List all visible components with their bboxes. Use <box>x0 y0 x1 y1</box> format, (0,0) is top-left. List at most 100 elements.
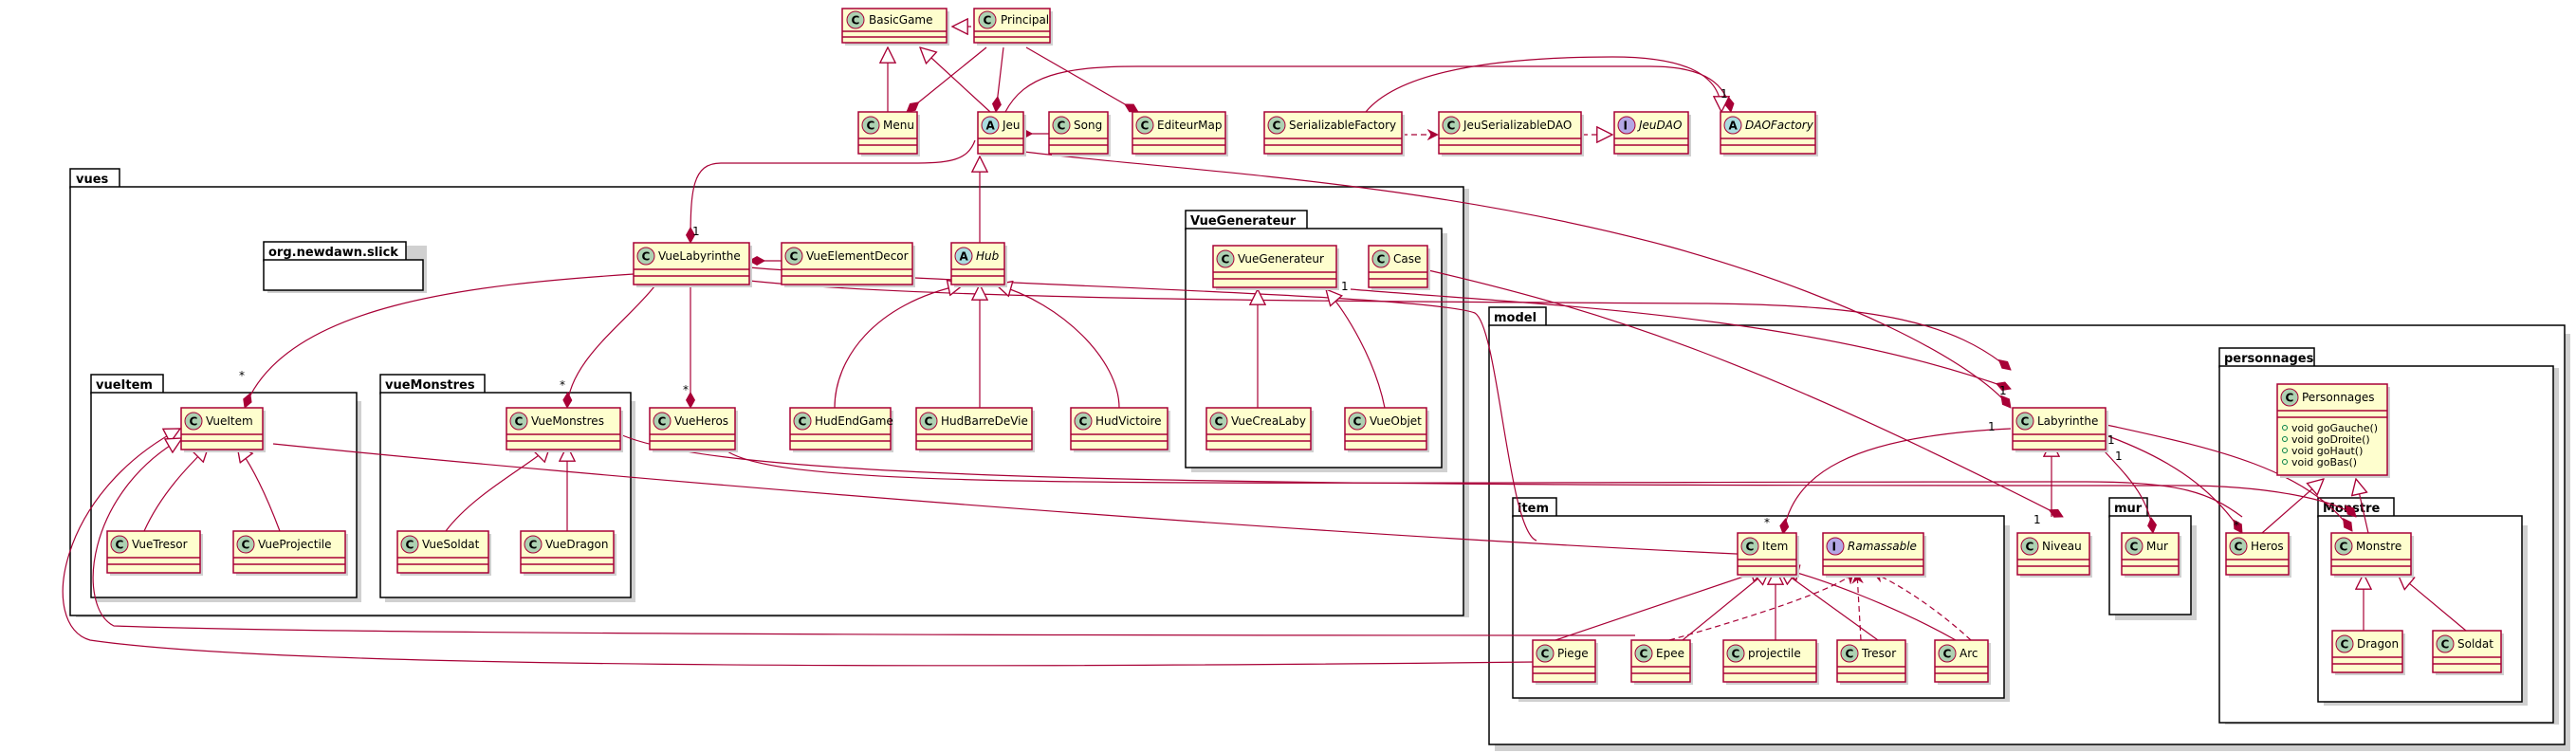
rel-vuesoldat-extends-vuemonstres <box>445 446 550 532</box>
member-gohaut: void goHaut() <box>2291 445 2363 457</box>
class-niveau[interactable]: C Niveau <box>2016 532 2092 578</box>
class-vuetresor[interactable]: C VueTresor <box>106 530 203 576</box>
rel-jeu-daofactory <box>1004 65 1731 112</box>
class-vuedragon[interactable]: C VueDragon <box>520 530 616 576</box>
class-name-vueelementdecor: VueElementDecor <box>806 249 909 263</box>
class-badge-a: A <box>960 250 969 264</box>
mult-labyrinthe-mur: 1 <box>2115 450 2123 463</box>
rel-labyrinthe-heros <box>2097 432 2242 533</box>
class-name-vuetresor: VueTresor <box>132 538 188 551</box>
class-serializablefactory[interactable]: C SerializableFactory <box>1263 111 1405 156</box>
class-badge-c: C <box>2021 415 2030 429</box>
class-daofactory[interactable]: A DAOFactory <box>1720 111 1818 156</box>
class-mur[interactable]: C Mur <box>2121 532 2181 578</box>
class-vuelabyrinthe[interactable]: C VueLabyrinthe <box>633 242 752 287</box>
class-projectile[interactable]: C projectile <box>1722 639 1819 685</box>
class-editeurmap[interactable]: C EditeurMap <box>1132 111 1228 156</box>
class-name-song: Song <box>1074 119 1102 132</box>
class-menu[interactable]: C Menu <box>857 111 920 156</box>
rel-vueobjet-extends-vuegenerateur <box>1326 289 1386 409</box>
rel-piege-vueitem <box>62 429 1536 667</box>
class-vueelementdecor[interactable]: C VueElementDecor <box>781 242 915 287</box>
class-hudvictoire[interactable]: C HudVictoire <box>1070 407 1170 452</box>
class-name-vuegenerateur: VueGenerateur <box>1238 252 1324 266</box>
rel-soldat-extends-monstre <box>2398 574 2467 632</box>
class-arc[interactable]: C Arc <box>1934 639 1991 685</box>
rel-epee-implements-ramassable <box>1668 573 1853 641</box>
rel-monstre-extends-personnages <box>2356 479 2369 534</box>
class-badge-c: C <box>406 539 414 552</box>
class-vuecrealaby[interactable]: C VueCreaLaby <box>1205 407 1314 452</box>
class-vuegenerateur[interactable]: C VueGenerateur <box>1212 245 1339 290</box>
class-name-personnages: Personnages <box>2302 391 2375 404</box>
class-badge-c: C <box>1222 253 1230 266</box>
class-hub[interactable]: A Hub <box>950 242 1007 287</box>
class-jeudao[interactable]: I JeuDAO <box>1613 111 1691 156</box>
class-hudendgame[interactable]: C HudEndGame <box>789 407 893 452</box>
rel-vuelabyrinthe-vueitem <box>245 273 635 408</box>
class-ramassable[interactable]: I Ramassable <box>1822 532 1926 578</box>
class-heros[interactable]: C Heros <box>2225 532 2291 578</box>
class-name-item: Item <box>1762 540 1788 553</box>
class-badge-c: C <box>1058 119 1066 133</box>
class-jeu[interactable]: A Jeu <box>977 111 1026 156</box>
class-personnages[interactable]: C Personnages void goGauche() void goDro… <box>2276 383 2390 478</box>
multiplicities: 1 1 * * * 1 1 1 * 1 1 1 * <box>239 87 2239 532</box>
public-member-icon <box>2282 436 2288 442</box>
class-badge-c: C <box>1746 541 1755 554</box>
class-piege[interactable]: C Piege <box>1532 639 1598 685</box>
class-badge-c: C <box>2235 541 2243 554</box>
class-name-tresor: Tresor <box>1861 647 1896 660</box>
mult-vuegenerateur: 1 <box>1341 280 1349 293</box>
rel-piege-extends-item <box>1555 569 1766 641</box>
class-badge-i: I <box>1832 541 1836 554</box>
class-badge-c: C <box>1141 119 1150 133</box>
class-name-ramassable: Ramassable <box>1848 540 1917 553</box>
class-principal[interactable]: C Principal <box>973 8 1053 46</box>
class-song[interactable]: C Song <box>1048 111 1111 156</box>
class-basicgame[interactable]: C BasicGame <box>841 8 949 46</box>
rel-vueheros-heros <box>720 445 2243 518</box>
class-soldat[interactable]: C Soldat <box>2432 630 2504 675</box>
class-badge-c: C <box>515 415 524 429</box>
rel-principal-jeu <box>996 46 1004 112</box>
class-badge-c: C <box>116 539 124 552</box>
class-name-arc: Arc <box>1960 647 1978 660</box>
class-vueobjet[interactable]: C VueObjet <box>1344 407 1429 452</box>
rel-vueitem-item <box>272 443 1757 555</box>
class-name-heros: Heros <box>2251 540 2284 553</box>
class-vuemonstres[interactable]: C VueMonstres <box>506 407 623 452</box>
class-badge-c: C <box>2130 541 2139 554</box>
class-badge-c: C <box>1541 648 1550 661</box>
class-vueprojectile[interactable]: C VueProjectile <box>232 530 348 576</box>
class-name-jeuserializabledao: JeuSerializableDAO <box>1463 119 1572 132</box>
rel-principal-menu <box>907 46 987 112</box>
class-name-editeurmap: EditeurMap <box>1157 119 1222 132</box>
class-name-principal: Principal <box>1001 13 1049 27</box>
mult-daofactory: 1 <box>1720 87 1728 101</box>
class-vueheros[interactable]: C VueHeros <box>649 407 738 452</box>
mult-labyrinthe-right: 1 <box>2107 433 2115 447</box>
class-name-epee: Epee <box>1656 647 1684 660</box>
mult-niveau: 1 <box>2033 513 2041 526</box>
class-name-jeu: Jeu <box>1002 119 1021 132</box>
class-dragon[interactable]: C Dragon <box>2331 630 2405 675</box>
package-label-vues: vues <box>76 173 109 187</box>
class-labyrinthe[interactable]: C Labyrinthe <box>2012 407 2108 452</box>
relations <box>62 27 2467 667</box>
class-case[interactable]: C Case <box>1368 245 1430 290</box>
class-epee[interactable]: C Epee <box>1630 639 1693 685</box>
class-name-jeudao: JeuDAO <box>1637 119 1682 132</box>
class-badge-a: A <box>1729 119 1739 133</box>
class-vuesoldat[interactable]: C VueSoldat <box>396 530 491 576</box>
class-hudbarredevie[interactable]: C HudBarreDeVie <box>915 407 1035 452</box>
class-name-serializablefactory: SerializableFactory <box>1289 119 1396 132</box>
class-monstre[interactable]: C Monstre <box>2330 532 2414 578</box>
mult-labyrinthe-top: 1 <box>1999 384 2007 397</box>
class-item[interactable]: C Item <box>1737 532 1799 578</box>
class-badge-c: C <box>1353 415 1362 429</box>
class-jeuserializabledao[interactable]: C JeuSerializableDAO <box>1438 111 1584 156</box>
class-tresor[interactable]: C Tresor <box>1836 639 1908 685</box>
rel-serializablefactory-extends-daofactory <box>1365 56 1721 112</box>
class-vueitem[interactable]: C VueItem <box>180 407 266 452</box>
